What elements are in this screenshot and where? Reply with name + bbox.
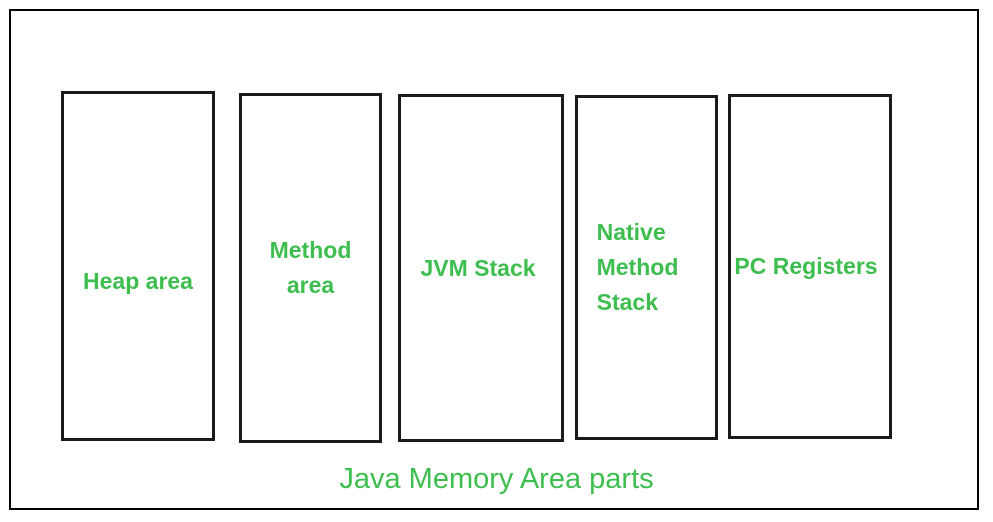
jvm-stack-label: JVM Stack — [420, 254, 536, 281]
heap-area-box: Heap area — [61, 91, 215, 441]
heap-area-label: Heap area — [83, 267, 193, 294]
method-area-box: Method area — [239, 93, 382, 443]
native-method-stack-box: Native Method Stack — [575, 95, 718, 440]
native-method-stack-label: Native Method Stack — [596, 219, 679, 315]
method-area-label: Method area — [269, 237, 352, 298]
pc-registers-label: PC Registers — [734, 253, 878, 279]
jvm-stack-box: JVM Stack — [398, 94, 564, 442]
diagram-caption: Java Memory Area parts — [339, 463, 654, 495]
pc-registers-box: PC Registers — [728, 94, 892, 439]
